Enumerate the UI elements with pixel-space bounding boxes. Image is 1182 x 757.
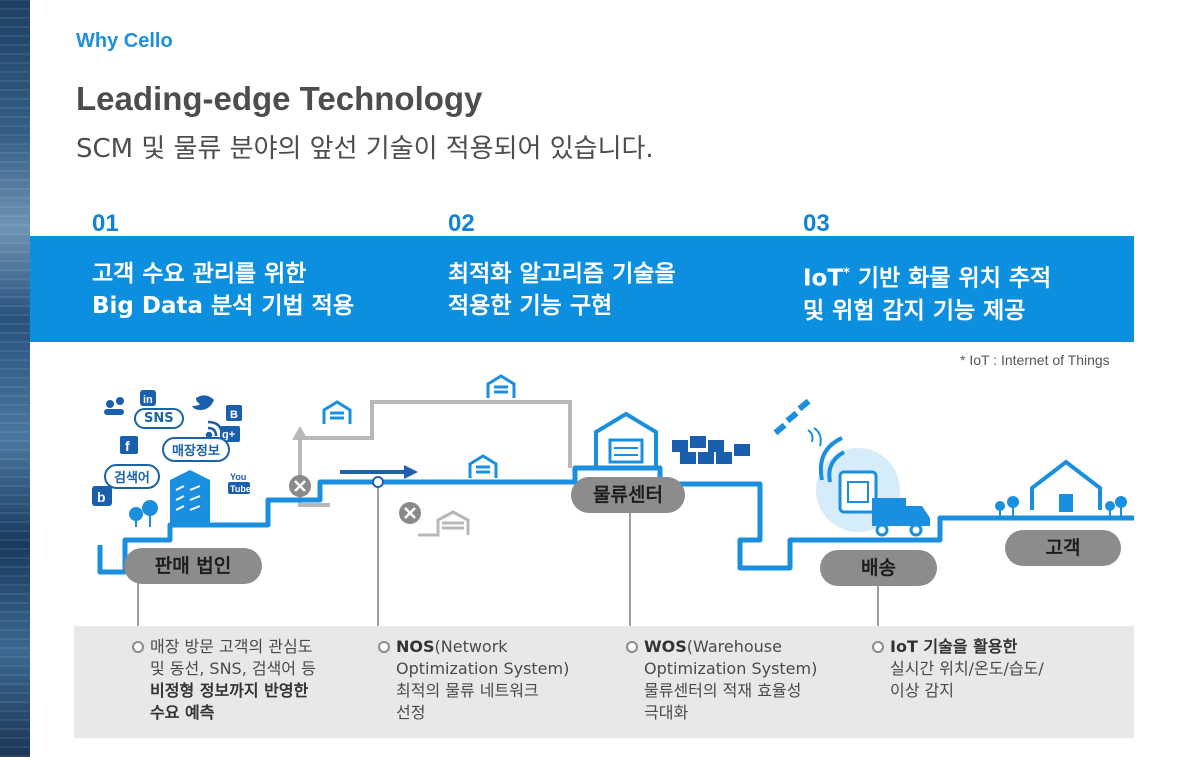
- feature-2: 최적화 알고리즘 기술을 적용한 기능 구현: [448, 258, 676, 322]
- desc-2-line4: 선정: [396, 703, 426, 722]
- blocked-route-icon-1: [289, 475, 311, 497]
- desc-2-title: NOS: [396, 637, 435, 656]
- bullet-icon: [132, 641, 144, 653]
- feature-3-line1-text: 기반 화물 위치 추적: [849, 265, 1052, 292]
- desc-1-line2: 및 동선, SNS, 검색어 등: [150, 659, 316, 678]
- desc-3-line4: 극대화: [644, 703, 689, 722]
- description-nos: NOS(Network Optimization System) 최적의 물류 …: [378, 636, 570, 724]
- warehouse-icon-grey: [418, 510, 470, 537]
- desc-2-line2: Optimization System): [396, 659, 570, 678]
- feature-number-2: 02: [448, 210, 475, 237]
- house-icon: [995, 459, 1127, 518]
- description-wos: WOS(Warehouse Optimization System) 물류센터의…: [626, 636, 818, 724]
- alt-route-lower: [298, 438, 330, 507]
- stage-customer: 고객: [1005, 530, 1121, 566]
- page-title: Leading-edge Technology: [76, 80, 483, 117]
- iot-footnote: * IoT : Internet of Things: [960, 352, 1110, 368]
- stage-distribution-center: 물류센터: [571, 477, 685, 513]
- bullet-icon: [626, 641, 638, 653]
- feature-3-line2: 및 위험 감지 기능 제공: [803, 297, 1026, 324]
- desc-4-line3: 이상 감지: [890, 681, 954, 700]
- description-panel: [74, 626, 1134, 738]
- feature-1: 고객 수요 관리를 위한 Big Data 분석 기법 적용: [92, 258, 354, 322]
- gplus-icon: g+: [220, 426, 240, 442]
- store-info-tag: 매장정보: [162, 437, 230, 462]
- feature-3-iot: IoT: [803, 265, 844, 292]
- warehouse-icon-upper: [486, 374, 516, 398]
- description-iot: IoT 기술을 활용한 실시간 위치/온도/습도/ 이상 감지: [872, 636, 1044, 702]
- messenger-icon: [104, 397, 124, 415]
- desc-3-title: WOS: [644, 637, 687, 656]
- route-arrow-icon: [404, 465, 418, 479]
- feature-2-line1: 최적화 알고리즘 기술을: [448, 261, 676, 287]
- stage-delivery: 배송: [820, 550, 937, 586]
- desc-3-line1: (Warehouse: [686, 637, 782, 656]
- svg-text:f: f: [125, 438, 130, 454]
- bullet-icon: [378, 641, 390, 653]
- feature-number-3: 03: [803, 210, 830, 237]
- warehouse-icon-mid-left: [322, 400, 352, 424]
- cargo-boxes-icon: [672, 436, 750, 464]
- feature-band: [30, 236, 1134, 342]
- linkedin-icon: in: [140, 390, 156, 406]
- sales-building-icon: [129, 470, 210, 527]
- desc-2-line1: (Network: [434, 637, 508, 656]
- feature-3-footnote-mark: *: [843, 266, 850, 281]
- svg-text:b: b: [97, 489, 106, 505]
- svg-text:You: You: [230, 472, 246, 482]
- feature-2-line2: 적용한 기능 구현: [448, 293, 613, 319]
- feature-3-line1: IoT* 기반 화물 위치 추적: [803, 258, 1051, 295]
- desc-1-line1: 매장 방문 고객의 관심도: [150, 637, 313, 656]
- desc-1-line3: 비정형 정보까지 반영한: [150, 681, 309, 700]
- description-demand-forecast: 매장 방문 고객의 관심도 및 동선, SNS, 검색어 등 비정형 정보까지 …: [132, 636, 316, 724]
- svg-text:in: in: [143, 394, 153, 406]
- facebook-icon: f: [120, 436, 138, 454]
- desc-4-title: IoT 기술을 활용한: [890, 637, 1018, 656]
- svg-text:Tube: Tube: [230, 484, 251, 494]
- blog-icon: B: [226, 405, 242, 421]
- rss-icon: [205, 420, 224, 439]
- sns-tag: SNS: [134, 408, 184, 429]
- up-arrow-icon: [292, 426, 308, 440]
- search-keyword-tag: 검색어: [104, 464, 160, 489]
- satellite-icon: [773, 398, 822, 447]
- bullet-icon: [872, 641, 884, 653]
- section-eyebrow: Why Cello: [76, 30, 173, 52]
- desc-2-line3: 최적의 물류 네트워크: [396, 681, 539, 700]
- desc-3-line2: Optimization System): [644, 659, 818, 678]
- desc-3-line3: 물류센터의 적재 효율성: [644, 681, 802, 700]
- warehouse-icon-mid: [468, 454, 498, 478]
- feature-1-line2: Big Data 분석 기법 적용: [92, 293, 354, 319]
- feature-1-line1: 고객 수요 관리를 위한: [92, 261, 307, 287]
- main-route: [97, 465, 1134, 575]
- feature-3: IoT* 기반 화물 위치 추적 및 위험 감지 기능 제공: [803, 258, 1051, 327]
- twitter-icon: [192, 395, 214, 410]
- distribution-center-icon: [594, 411, 658, 466]
- page-subtitle: SCM 및 물류 분야의 앞선 기술이 적용되어 있습니다.: [76, 134, 654, 164]
- desc-4-line2: 실시간 위치/온도/습도/: [890, 659, 1044, 678]
- truck-icon: [872, 498, 930, 537]
- youtube-icon: You Tube: [228, 472, 251, 494]
- svg-text:g+: g+: [222, 429, 235, 441]
- feature-number-1: 01: [92, 210, 119, 237]
- blocked-route-icon-2: [399, 502, 421, 524]
- svg-text:B: B: [230, 409, 238, 421]
- stage-sales-branch: 판매 법인: [124, 548, 262, 584]
- bing-icon: b: [92, 486, 112, 506]
- desc-1-line4: 수요 예측: [150, 703, 215, 722]
- connector-2-node: [372, 476, 384, 488]
- side-photo-strip: [0, 0, 30, 757]
